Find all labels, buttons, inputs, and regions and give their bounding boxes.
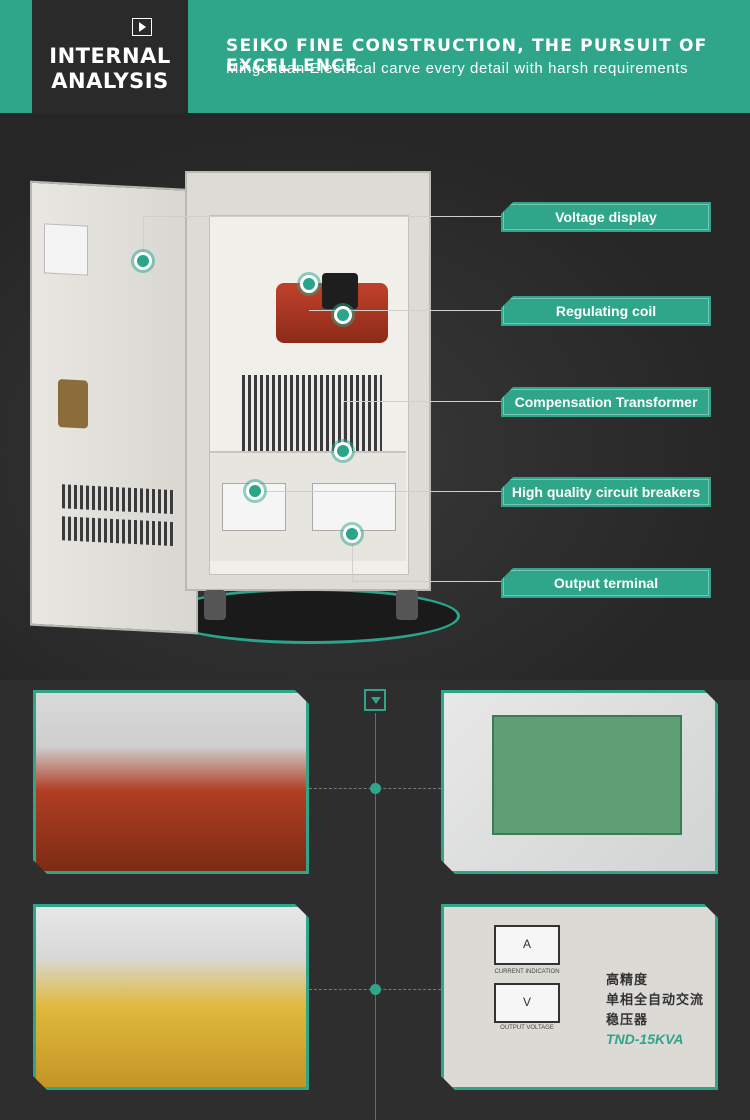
section-badge: INTERNAL ANALYSIS	[32, 0, 188, 113]
spec-line-2: 单相全自动交流	[606, 992, 705, 1007]
callout-output-terminal[interactable]: Output terminal	[501, 568, 711, 598]
circuit-board-image	[492, 715, 682, 835]
callout-line	[255, 491, 501, 492]
detail-gallery: A CURRENT INDICATION V OUTPUT VOLTAGE 高精…	[0, 680, 750, 1120]
play-icon[interactable]	[132, 18, 152, 36]
spec-line-3: 稳压器	[606, 1012, 649, 1027]
hotspot-voltage-display[interactable]	[134, 252, 152, 270]
badge-line-1: INTERNAL	[49, 44, 171, 68]
callout-line	[143, 216, 144, 262]
callout-label: High quality circuit breakers	[511, 484, 701, 500]
callout-voltage-display[interactable]: Voltage display	[501, 202, 711, 232]
front-panel-photo: A CURRENT INDICATION V OUTPUT VOLTAGE 高精…	[441, 904, 718, 1090]
callout-line	[352, 581, 501, 582]
regulating-coil-photo	[33, 690, 309, 874]
callout-compensation-transformer[interactable]: Compensation Transformer	[501, 387, 711, 417]
door-label-sheet	[44, 223, 88, 276]
header-subtitle: Mingchuan Electrical carve every detail …	[226, 60, 689, 77]
callout-line	[343, 401, 344, 449]
header-banner: INTERNAL ANALYSIS SEIKO FINE CONSTRUCTIO…	[0, 0, 750, 113]
timeline-line	[375, 713, 376, 1120]
callout-circuit-breakers[interactable]: High quality circuit breakers	[501, 477, 711, 507]
door-vent	[62, 516, 174, 547]
callout-line	[343, 401, 501, 402]
door-vent	[62, 484, 174, 515]
meter-a-caption: CURRENT INDICATION	[494, 969, 560, 975]
header-title: SEIKO FINE CONSTRUCTION, THE PURSUIT OF …	[226, 36, 708, 76]
cabinet-door	[30, 180, 198, 635]
badge-line-2: ANALYSIS	[51, 69, 169, 93]
compensation-transformer-photo	[33, 904, 309, 1090]
fan-icon	[322, 273, 358, 309]
hotspot-regulating-coil-2[interactable]	[334, 306, 352, 324]
callout-line	[352, 535, 353, 581]
hotspot-output-terminal[interactable]	[343, 525, 361, 543]
spec-line-1: 高精度	[606, 972, 649, 987]
callout-label: Voltage display	[555, 209, 657, 225]
callout-label: Compensation Transformer	[514, 394, 698, 410]
callout-line	[309, 310, 501, 311]
ammeter-icon: A	[494, 925, 560, 965]
timeline-dot	[370, 783, 381, 794]
product-stage: Voltage display Regulating coil Compensa…	[0, 113, 750, 680]
meter-a-label: A	[522, 937, 531, 951]
control-board-photo	[441, 690, 718, 874]
caster-wheel	[204, 590, 226, 620]
meter-v-label: V	[522, 995, 531, 1009]
door-lock-icon	[58, 379, 88, 429]
callout-label: Regulating coil	[555, 303, 657, 319]
hotspot-regulating-coil[interactable]	[300, 275, 318, 293]
hotspot-compensation-transformer[interactable]	[334, 442, 352, 460]
chevron-down-icon[interactable]	[364, 689, 386, 711]
callout-line	[143, 216, 501, 217]
callout-regulating-coil[interactable]: Regulating coil	[501, 296, 711, 326]
model-number: TND-15KVA	[606, 1031, 684, 1047]
caster-wheel	[396, 590, 418, 620]
timeline-dot	[370, 984, 381, 995]
meter-v-caption: OUTPUT VOLTAGE	[500, 1025, 554, 1031]
hotspot-circuit-breakers[interactable]	[246, 482, 264, 500]
interior-vent	[242, 375, 382, 453]
callout-label: Output terminal	[553, 575, 659, 591]
voltmeter-icon: V	[494, 983, 560, 1023]
